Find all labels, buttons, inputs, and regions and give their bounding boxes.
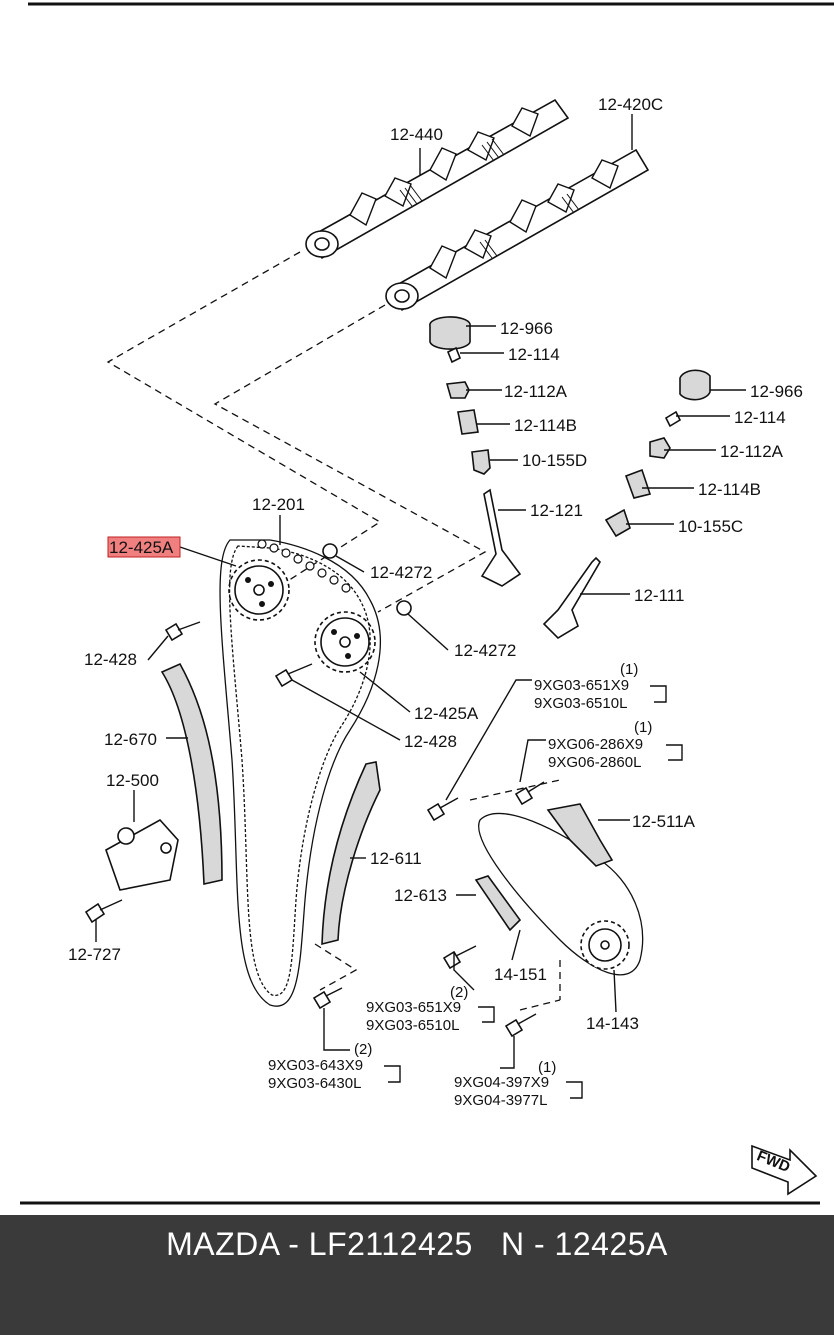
bolt-label-9xg03-643x9: 9XG03-643X9 (268, 1057, 363, 1074)
bolt-9xg03-651-upper (426, 797, 459, 822)
bolt-label-9xg03-651x9-b: 9XG03-651X9 (366, 999, 461, 1016)
oil-pump-tensioner (546, 803, 614, 867)
label-12-966-a: 12-966 (500, 319, 553, 338)
label-10-155c: 10-155C (678, 517, 743, 536)
label-12-425a-highlighted: 12-425A (109, 538, 174, 557)
label-12-121: 12-121 (530, 501, 583, 520)
label-12-114b-b: 12-114B (698, 480, 761, 499)
leader-lines (95, 114, 746, 1099)
fwd-arrow-icon: FWD (751, 1144, 818, 1196)
bolt-label-9xg06-286x9: 9XG06-286X9 (548, 736, 643, 753)
label-12-727: 12-727 (68, 945, 121, 964)
label-12-114-b: 12-114 (734, 408, 786, 427)
footer-part-number: MAZDA - LF2112425 N - 12425A (166, 1225, 668, 1262)
camshaft-intake (305, 98, 570, 260)
label-12-111: 12-111 (634, 586, 684, 605)
timing-chain (219, 539, 381, 1007)
label-12-428-a: 12-428 (84, 650, 137, 669)
valve-train-left (429, 316, 522, 587)
label-12-425a-b: 12-425A (414, 704, 479, 723)
parts-diagram: 12-440 12-420C 12-966 12-114 12-112A 12-… (20, 2, 834, 1205)
label-12-420c: 12-420C (598, 95, 663, 114)
bolt-12-727 (84, 899, 123, 924)
chain-guide (321, 761, 381, 946)
bolt-label-9xg03-6510l-b: 9XG03-6510L (366, 1017, 459, 1034)
qty-1-b: (1) (634, 719, 652, 736)
bolt-9xg03-651-lower (442, 945, 477, 970)
qty-1-a: (1) (620, 661, 638, 678)
label-12-114b-a: 12-114B (514, 416, 577, 435)
chain-links-top (257, 539, 351, 593)
tensioner-arm (160, 662, 223, 885)
bolt-label-9xg04-3977l: 9XG04-3977L (454, 1092, 547, 1109)
guide-line-exhaust (213, 304, 487, 613)
guide-line-oil (469, 779, 561, 1011)
label-12-611: 12-611 (370, 849, 422, 868)
bolt-label-9xg03-6430l: 9XG03-6430L (268, 1075, 361, 1092)
bolt-9xg04-397 (504, 1013, 537, 1038)
label-12-670: 12-670 (104, 730, 157, 749)
label-12-114-a: 12-114 (508, 345, 560, 364)
label-12-201: 12-201 (252, 495, 305, 514)
sprocket-intake (228, 559, 290, 621)
qty-2-b: (2) (354, 1041, 372, 1058)
label-10-155d: 10-155D (522, 451, 587, 470)
valve-train-right (542, 369, 711, 640)
label-14-151: 14-151 (494, 965, 547, 984)
label-12-511a: 12-511A (632, 812, 696, 831)
footer-bar: MAZDA - LF2112425 N - 12425A (0, 1215, 834, 1335)
label-12-112a-a: 12-112A (504, 382, 568, 401)
oil-pump-chain (478, 812, 644, 976)
bolt-label-9xg03-651x9-a: 9XG03-651X9 (534, 677, 629, 694)
label-12-613: 12-613 (394, 886, 447, 905)
bolt-9xg03-643 (312, 987, 343, 1010)
label-12-428-b: 12-428 (404, 732, 457, 751)
sprocket-exhaust (314, 611, 376, 673)
label-12-966-b: 12-966 (750, 382, 803, 401)
chain-tensioner (105, 818, 179, 891)
label-12-500: 12-500 (106, 771, 159, 790)
oil-pump-sprocket (580, 920, 630, 970)
bolt-12-428-upper (164, 621, 201, 642)
bolt-9xg06-286 (514, 781, 545, 806)
washer-lower (396, 600, 412, 616)
bolt-label-9xg04-397x9: 9XG04-397X9 (454, 1074, 549, 1091)
label-12-4272-b: 12-4272 (454, 641, 516, 660)
label-12-112a-b: 12-112A (720, 442, 784, 461)
label-14-143: 14-143 (586, 1014, 639, 1033)
label-12-440: 12-440 (390, 125, 443, 144)
qty-1-c: (1) (538, 1059, 556, 1076)
guide-line-intake (106, 251, 382, 601)
qty-2-a: (2) (450, 984, 468, 1001)
washer-upper (322, 543, 338, 559)
camshaft-exhaust (385, 148, 650, 312)
oil-pump-guide (474, 875, 522, 932)
bolt-label-9xg03-6510l-a: 9XG03-6510L (534, 695, 627, 712)
bolt-label-9xg06-2860l: 9XG06-2860L (548, 754, 641, 771)
bolt-12-428-lower (274, 663, 313, 688)
highlight-box (107, 536, 181, 558)
label-12-4272-a: 12-4272 (370, 563, 432, 582)
guide-line-guide (314, 943, 358, 991)
